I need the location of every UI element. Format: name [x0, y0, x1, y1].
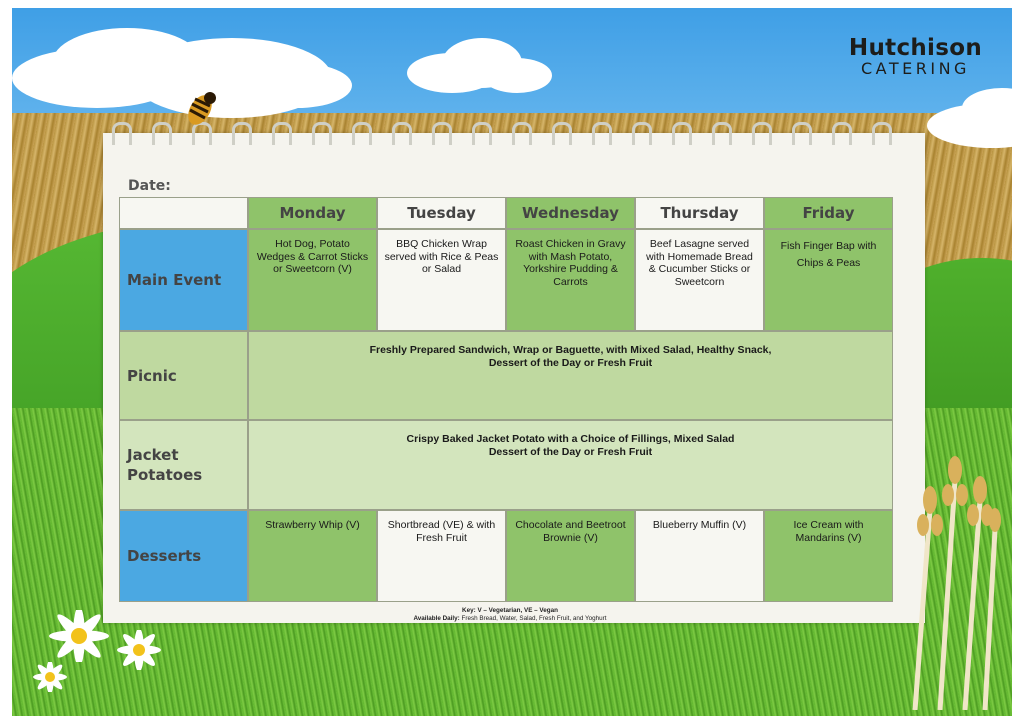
- notepad-rings: [112, 122, 912, 145]
- bee-icon: [172, 85, 227, 125]
- key-available-text: Fresh Bread, Water, Salad, Fresh Fruit, …: [459, 615, 607, 622]
- day-header-wednesday: Wednesday: [506, 197, 635, 229]
- daisy-icon: [49, 610, 109, 662]
- wheat-icon: [912, 456, 1001, 710]
- daisy-icon: [33, 662, 67, 692]
- key-line-1: Key: V – Vegetarian, VE – Vegan: [462, 607, 558, 614]
- dessert-tuesday: Shortbread (VE) & with Fresh Fruit: [377, 510, 506, 602]
- brand-logo: Hutchison CATERING: [849, 36, 982, 78]
- row-label-jacket-line-2: Potatoes: [127, 466, 203, 484]
- dessert-thursday: Blueberry Muffin (V): [635, 510, 764, 602]
- day-header-friday: Friday: [764, 197, 893, 229]
- menu-table: Monday Tuesday Wednesday Thursday Friday…: [119, 197, 893, 602]
- dessert-friday: Ice Cream with Mandarins (V): [764, 510, 893, 602]
- picnic-line-2: Dessert of the Day or Fresh Fruit: [488, 356, 653, 369]
- menu-key: Key: V – Vegetarian, VE – Vegan Availabl…: [360, 607, 660, 623]
- key-available-label: Available Daily:: [413, 615, 460, 622]
- main-wednesday: Roast Chicken in Gravy with Mash Potato,…: [506, 229, 635, 331]
- brand-subtitle: CATERING: [860, 59, 970, 78]
- jacket-line-2: Dessert of the Day or Fresh Fruit: [488, 445, 653, 458]
- picnic-line-1: Freshly Prepared Sandwich, Wrap or Bague…: [369, 344, 772, 356]
- row-label-main-event: Main Event: [119, 229, 248, 331]
- jacket-line-1: Crispy Baked Jacket Potato with a Choice…: [406, 433, 735, 445]
- day-header-tuesday: Tuesday: [377, 197, 506, 229]
- day-header-monday: Monday: [248, 197, 377, 229]
- daisy-icon: [117, 630, 161, 670]
- row-label-jacket-potatoes: Jacket Potatoes: [119, 420, 248, 510]
- dessert-monday: Strawberry Whip (V): [248, 510, 377, 602]
- row-label-jacket-line-1: Jacket: [127, 446, 179, 464]
- main-friday-text: Fish Finger Bap with Chips & Peas: [780, 240, 877, 269]
- main-monday: Hot Dog, Potato Wedges & Carrot Sticks o…: [248, 229, 377, 331]
- picnic-description: Freshly Prepared Sandwich, Wrap or Bague…: [248, 331, 893, 420]
- main-thursday: Beef Lasagne served with Homemade Bread …: [635, 229, 764, 331]
- brand-name: Hutchison: [848, 35, 982, 61]
- row-label-picnic: Picnic: [119, 331, 248, 420]
- main-tuesday: BBQ Chicken Wrap served with Rice & Peas…: [377, 229, 506, 331]
- main-friday: Fish Finger Bap with Chips & Peas: [764, 229, 893, 331]
- day-header-thursday: Thursday: [635, 197, 764, 229]
- table-corner: [119, 197, 248, 229]
- row-label-desserts: Desserts: [119, 510, 248, 602]
- dessert-wednesday: Chocolate and Beetroot Brownie (V): [506, 510, 635, 602]
- date-label: Date:: [128, 178, 171, 194]
- jacket-description: Crispy Baked Jacket Potato with a Choice…: [248, 420, 893, 510]
